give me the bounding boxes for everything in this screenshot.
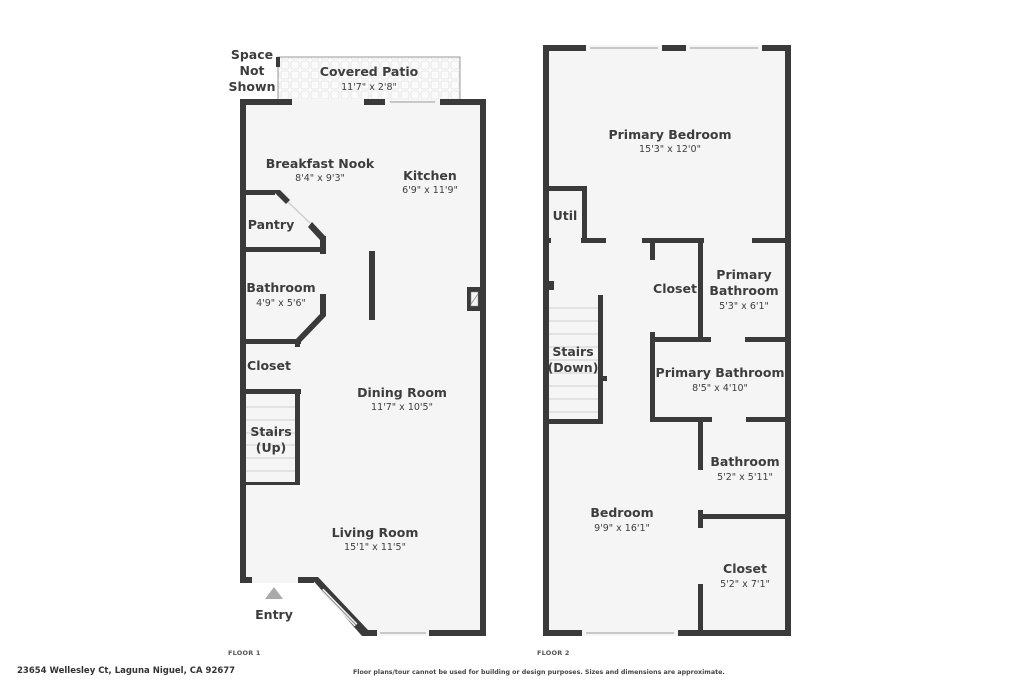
stair-treads-down (549, 307, 598, 413)
stairs-up-name-1: Stairs (250, 424, 291, 439)
primary-bathroom-a-name-2: Bathroom (709, 283, 778, 298)
primary-bedroom-dims: 15'3" x 12'0" (639, 144, 701, 155)
space-not-shown-label-1: Space (231, 47, 273, 62)
floor-1-floor (243, 101, 483, 634)
floor-1-plan (240, 56, 486, 636)
breakfast-nook-name: Breakfast Nook (266, 156, 375, 171)
closet-b-name: Closet (723, 561, 767, 576)
kitchen-name: Kitchen (403, 168, 457, 183)
kitchen-island (369, 251, 375, 320)
floor-2-label: FLOOR 2 (537, 649, 570, 657)
primary-bathroom-b-dims: 8'5" x 4'10" (692, 383, 748, 394)
floor-1-labels: Space Not Shown Covered Patio 11'7" x 2'… (229, 47, 458, 622)
disclaimer-text: Floor plans/tour cannot be used for buil… (353, 669, 725, 676)
floor-2-labels: Primary Bedroom 15'3" x 12'0" Util Close… (548, 127, 785, 590)
bedroom-name: Bedroom (590, 505, 653, 520)
dining-room-dims: 11'7" x 10'5" (371, 402, 433, 413)
bathroom-name: Bathroom (246, 280, 315, 295)
bathroom-name: Bathroom (710, 454, 779, 469)
kitchen-dims: 6'9" x 11'9" (402, 185, 458, 196)
primary-bathroom-a-dims: 5'3" x 6'1" (719, 301, 769, 312)
space-not-shown-label-3: Shown (229, 79, 276, 94)
stair-treads-up (246, 406, 295, 472)
covered-patio-dims: 11'7" x 2'8" (341, 82, 397, 93)
dining-room-name: Dining Room (357, 385, 447, 400)
bedroom-dims: 9'9" x 16'1" (594, 523, 650, 534)
bathroom-dims: 4'9" x 5'6" (256, 298, 306, 309)
bathroom-dims: 5'2" x 5'11" (717, 472, 773, 483)
living-room-dims: 15'1" x 11'5" (344, 542, 406, 553)
covered-patio-area (277, 56, 461, 102)
primary-bathroom-b-name: Primary Bathroom (656, 365, 785, 380)
closet-name: Closet (247, 358, 291, 373)
property-address: 23654 Wellesley Ct, Laguna Niguel, CA 92… (17, 666, 236, 676)
floor-2-plan (543, 45, 791, 636)
stairs-up-name-2: (Up) (256, 440, 287, 455)
closet-b-dims: 5'2" x 7'1" (720, 579, 770, 590)
covered-patio-name: Covered Patio (320, 64, 419, 79)
closet-a-name: Closet (653, 281, 697, 296)
stairs-down-name-2: (Down) (548, 360, 599, 375)
util-name: Util (553, 208, 578, 223)
primary-bedroom-name: Primary Bedroom (608, 127, 731, 142)
living-room-name: Living Room (332, 525, 419, 540)
stairs-down-name-1: Stairs (552, 344, 593, 359)
patio-post (276, 57, 280, 67)
entry-name: Entry (255, 607, 293, 622)
pantry-name: Pantry (248, 217, 294, 232)
floor-1-label: FLOOR 1 (228, 649, 261, 657)
entry-arrow-icon (265, 587, 283, 599)
breakfast-nook-dims: 8'4" x 9'3" (295, 173, 345, 184)
space-not-shown-label-2: Not (239, 63, 264, 78)
primary-bathroom-a-name-1: Primary (716, 267, 771, 282)
